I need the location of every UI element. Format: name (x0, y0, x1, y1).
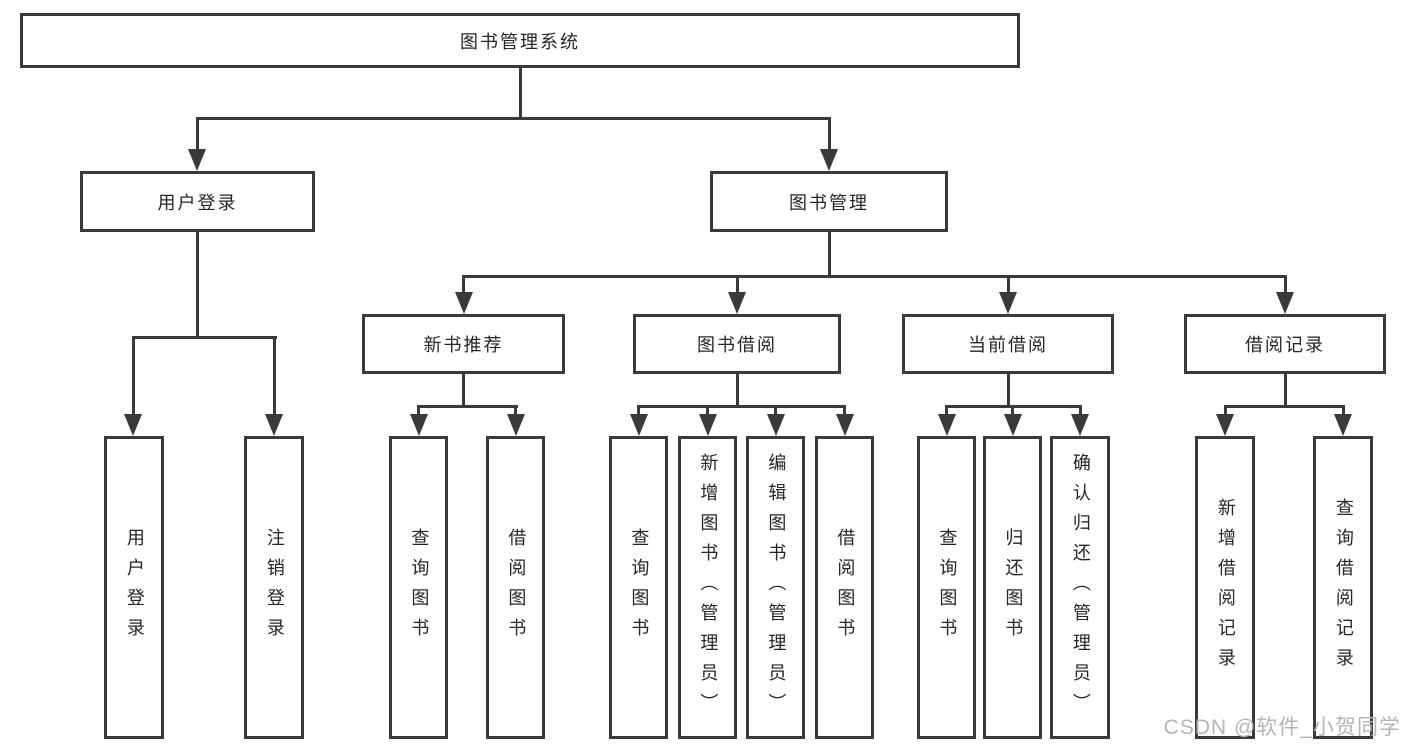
connector-line (637, 405, 846, 408)
leaf-query-borrow-record: 查询借阅记录 (1313, 436, 1373, 739)
connector-line (1283, 374, 1287, 407)
arrow-down-icon (698, 414, 717, 436)
node-library-management-system: 图书管理系统 (20, 13, 1020, 68)
node-label: 图书管理 (789, 192, 869, 213)
leaf-add-book-admin: 新增图书（管理员） (678, 436, 737, 739)
connector-line (462, 275, 465, 292)
connector-line (735, 374, 739, 407)
node-user-login: 用户登录 (80, 171, 315, 232)
connector-line (417, 405, 518, 408)
connector-line (195, 232, 199, 338)
leaf-label: 借阅图书 (835, 527, 856, 648)
arrow-down-icon (124, 414, 142, 436)
connector-line (774, 405, 777, 414)
leaf-return-books: 归还图书 (983, 436, 1042, 739)
arrow-down-icon (506, 414, 525, 436)
node-label: 借阅记录 (1245, 335, 1325, 355)
connector-line (1006, 275, 1010, 292)
leaf-label: 新增图书（管理员） (698, 452, 719, 723)
connector-line (1283, 275, 1287, 292)
leaf-confirm-return-admin: 确认归还（管理员） (1050, 436, 1110, 739)
node-new-book-recommend: 新书推荐 (362, 314, 565, 374)
connector-line (195, 117, 199, 150)
arrow-down-icon (265, 414, 283, 436)
connector-line (1006, 374, 1010, 407)
connector-line (272, 336, 276, 414)
leaf-label: 查询图书 (629, 527, 650, 648)
node-label: 新书推荐 (423, 335, 504, 355)
node-label: 图书管理系统 (460, 31, 580, 52)
arrow-down-icon (1216, 414, 1234, 436)
arrow-down-icon (835, 414, 854, 436)
arrow-down-icon (999, 292, 1017, 314)
connector-line (518, 68, 522, 119)
connector-line (514, 405, 517, 414)
leaf-label: 新增借阅记录 (1215, 497, 1236, 678)
connector-line (735, 275, 739, 292)
leaf-label: 确认归还（管理员） (1070, 452, 1091, 723)
leaf-label: 归还图书 (1003, 527, 1024, 648)
leaf-add-borrow-record: 新增借阅记录 (1195, 436, 1255, 739)
arrow-down-icon (766, 414, 785, 436)
node-book-management: 图书管理 (710, 171, 948, 232)
leaf-borrow-books-recommend: 借阅图书 (486, 436, 545, 739)
arrow-down-icon (1003, 414, 1022, 436)
connector-line (827, 117, 831, 150)
connector-line (827, 232, 831, 277)
node-label: 当前借阅 (968, 335, 1048, 355)
arrow-down-icon (454, 292, 473, 314)
node-borrowing-records: 借阅记录 (1184, 314, 1386, 374)
leaf-label: 查询图书 (409, 527, 430, 648)
connector-line (1078, 405, 1082, 414)
connector-line (417, 405, 420, 414)
leaf-label: 查询借阅记录 (1333, 497, 1354, 678)
leaf-label: 查询图书 (937, 527, 958, 648)
leaf-logout: 注销登录 (244, 436, 304, 739)
node-label: 用户登录 (157, 192, 238, 213)
connector-line (462, 374, 465, 407)
connector-line (1341, 405, 1345, 414)
connector-line (1011, 405, 1014, 414)
connector-line (462, 275, 1287, 278)
leaf-label: 编辑图书（管理员） (766, 452, 787, 723)
connector-line (945, 405, 948, 414)
node-label: 图书借阅 (697, 335, 777, 355)
arrow-down-icon (629, 414, 648, 436)
arrow-down-icon (1071, 414, 1089, 436)
arrow-down-icon (1334, 414, 1352, 436)
leaf-query-books-borrowing: 查询图书 (609, 436, 668, 739)
leaf-borrow-books-borrowing: 借阅图书 (815, 436, 874, 739)
arrow-down-icon (409, 414, 428, 436)
leaf-label: 注销登录 (264, 527, 285, 648)
node-book-borrowing: 图书借阅 (633, 314, 841, 374)
connector-line (131, 336, 277, 339)
leaf-query-books-recommend: 查询图书 (389, 436, 448, 739)
arrow-down-icon (820, 149, 838, 171)
arrow-down-icon (188, 149, 206, 171)
arrow-down-icon (1276, 292, 1294, 314)
arrow-down-icon (728, 292, 746, 314)
leaf-user-login: 用户登录 (104, 436, 164, 739)
connector-line (195, 117, 831, 120)
leaf-label: 用户登录 (124, 527, 145, 648)
connector-line (843, 405, 846, 414)
connector-line (706, 405, 709, 414)
arrow-down-icon (937, 414, 956, 436)
connector-line (131, 336, 135, 414)
connector-line (1223, 405, 1345, 408)
node-current-borrowing: 当前借阅 (902, 314, 1114, 374)
leaf-label: 借阅图书 (506, 527, 527, 648)
connector-line (1223, 405, 1227, 414)
csdn-watermark: CSDN @软件_小贺同学 (1163, 716, 1401, 739)
leaf-edit-book-admin: 编辑图书（管理员） (746, 436, 805, 739)
leaf-query-books-current: 查询图书 (917, 436, 976, 739)
connector-line (637, 405, 640, 414)
